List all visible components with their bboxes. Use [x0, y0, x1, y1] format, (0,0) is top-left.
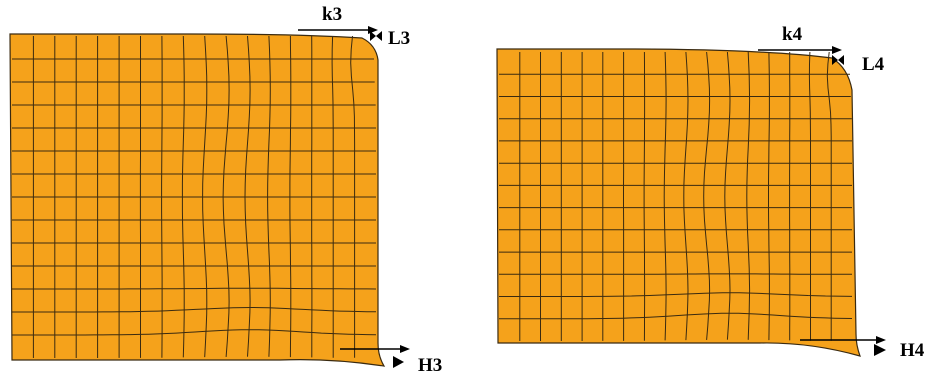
mesh-line	[808, 51, 811, 341]
mesh-line	[499, 292, 853, 297]
mesh-body-left	[9, 33, 386, 367]
arrowhead-k3	[368, 26, 378, 34]
marker-h3	[393, 356, 404, 368]
mesh-line	[768, 51, 770, 341]
label-l3: L3	[388, 28, 410, 49]
mesh-line	[663, 51, 667, 341]
mesh-line	[12, 287, 377, 290]
arrowhead-h4	[876, 336, 886, 344]
mesh-body-right	[496, 48, 861, 357]
marker-l3	[370, 31, 382, 41]
mesh-line	[12, 306, 377, 313]
mesh-line	[703, 51, 711, 340]
marker-h4	[874, 344, 886, 356]
mesh-line	[826, 51, 832, 341]
mesh-grid-left	[12, 35, 377, 358]
label-h3: H3	[418, 355, 442, 376]
mesh-line	[746, 51, 751, 340]
label-k4: k4	[782, 24, 803, 45]
label-k3: k3	[322, 4, 342, 25]
arrowhead-k4	[832, 46, 842, 54]
mesh-line	[499, 312, 853, 320]
mesh-grid-right	[499, 51, 853, 341]
panel-right: k4 L4 H4	[496, 24, 925, 361]
label-h4: H4	[900, 340, 925, 361]
mesh-line	[724, 51, 731, 340]
marker-l4	[832, 55, 844, 65]
mesh-line	[683, 51, 689, 341]
label-l4: L4	[862, 54, 885, 75]
mesh-line	[12, 329, 377, 336]
panel-left: k3 L3 H3	[9, 4, 442, 376]
mesh-line	[643, 51, 646, 341]
arrowhead-h3	[400, 345, 410, 353]
